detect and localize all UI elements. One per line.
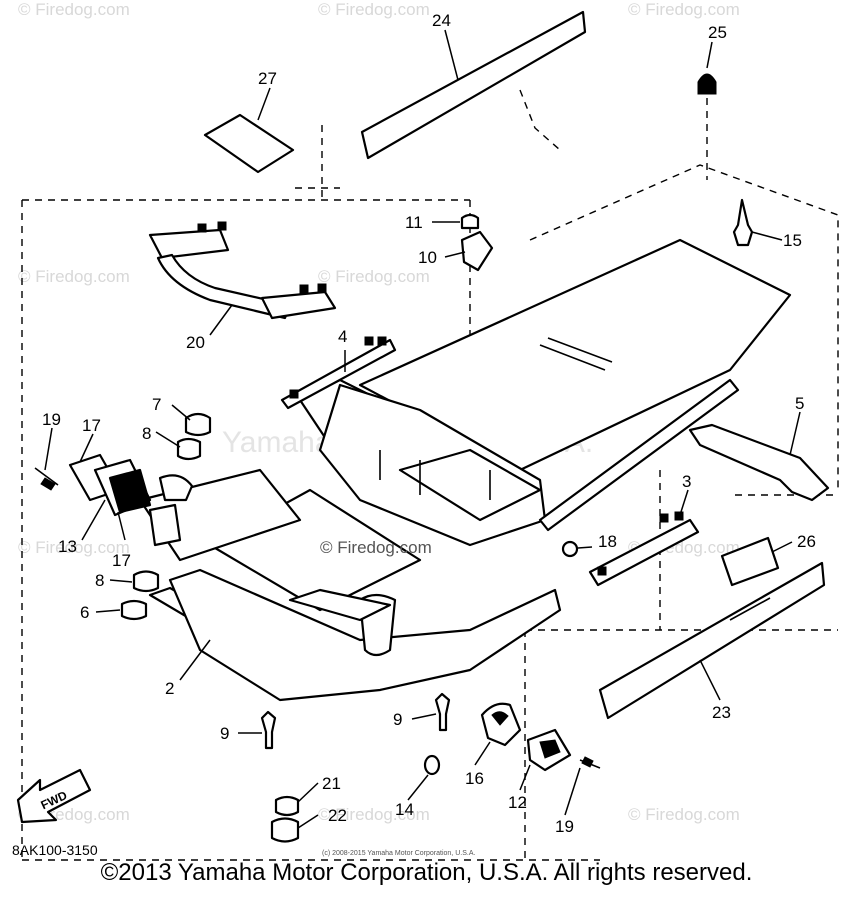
watermark-site: © Firedog.com xyxy=(628,0,740,19)
callout-9: 9 xyxy=(220,724,229,743)
callout-3: 3 xyxy=(682,472,691,491)
callout-8: 8 xyxy=(142,424,151,443)
callout-2: 2 xyxy=(165,679,174,698)
callout-21: 21 xyxy=(322,774,341,793)
callout-18: 18 xyxy=(598,532,617,551)
callout-8: 8 xyxy=(95,571,104,590)
callout-17: 17 xyxy=(112,551,131,570)
washer-18 xyxy=(561,540,579,558)
callout-19: 19 xyxy=(42,410,61,429)
callout-26: 26 xyxy=(797,532,816,551)
frame-tunnel xyxy=(298,238,792,547)
copyright-notice: ©2013 Yamaha Motor Corporation, U.S.A. A… xyxy=(100,859,753,886)
callout-20: 20 xyxy=(186,333,205,352)
bolts-9 xyxy=(260,692,451,750)
watermark-site: © Firedog.com xyxy=(318,805,430,824)
bolt-set xyxy=(460,198,754,272)
callout-24: 24 xyxy=(432,11,451,30)
callout-9: 9 xyxy=(393,710,402,729)
leader-lines xyxy=(44,29,801,829)
callout-13: 13 xyxy=(58,537,77,556)
brace-4 xyxy=(280,336,397,410)
bushings-7-8 xyxy=(120,412,212,621)
brace-3 xyxy=(588,511,700,587)
lower-frame-2 xyxy=(148,568,562,702)
callout-4: 4 xyxy=(338,327,347,346)
callout-17: 17 xyxy=(82,416,101,435)
small-copyright: (c) 2008-2015 Yamaha Motor Corporation, … xyxy=(322,850,475,857)
watermark-site: © Firedog.com xyxy=(18,538,130,557)
side-rails xyxy=(138,378,740,612)
callout-labels: 24 25 27 11 10 15 20 4 7 8 19 17 5 13 17… xyxy=(42,11,816,836)
callout-15: 15 xyxy=(783,231,802,250)
watermark-site: © Firedog.com xyxy=(18,267,130,286)
callout-6: 6 xyxy=(80,603,89,622)
callout-11: 11 xyxy=(405,213,423,232)
fwd-arrow-icon: FWD xyxy=(16,768,92,824)
bracket-5 xyxy=(688,423,830,502)
grab-bar-20 xyxy=(148,221,337,320)
callout-27: 27 xyxy=(258,69,277,88)
callout-25: 25 xyxy=(708,23,727,42)
watermark-site: © Firedog.com xyxy=(18,0,130,19)
watermark-site-center: © Firedog.com xyxy=(320,538,432,557)
watermark-site: © Firedog.com xyxy=(628,805,740,824)
strip-24 xyxy=(360,10,587,160)
callout-5: 5 xyxy=(795,394,804,413)
label-27 xyxy=(203,113,295,174)
callout-23: 23 xyxy=(712,703,731,722)
callout-19: 19 xyxy=(555,817,574,836)
callout-16: 16 xyxy=(465,769,484,788)
callout-12: 12 xyxy=(508,793,527,812)
cap-25 xyxy=(697,73,717,180)
grommets xyxy=(270,754,441,843)
strip-23 xyxy=(598,561,826,720)
callout-14: 14 xyxy=(395,800,414,819)
callout-22: 22 xyxy=(328,806,347,825)
label-26 xyxy=(720,536,780,587)
left-steering-parts xyxy=(34,453,194,547)
callout-10: 10 xyxy=(418,248,437,267)
watermark-site: © Firedog.com xyxy=(318,267,430,286)
plates-16-12 xyxy=(480,702,601,772)
callout-7: 7 xyxy=(152,395,161,414)
watermark-site: © Firedog.com xyxy=(318,0,430,19)
diagram-code: 8AK100-3150 xyxy=(12,842,98,858)
